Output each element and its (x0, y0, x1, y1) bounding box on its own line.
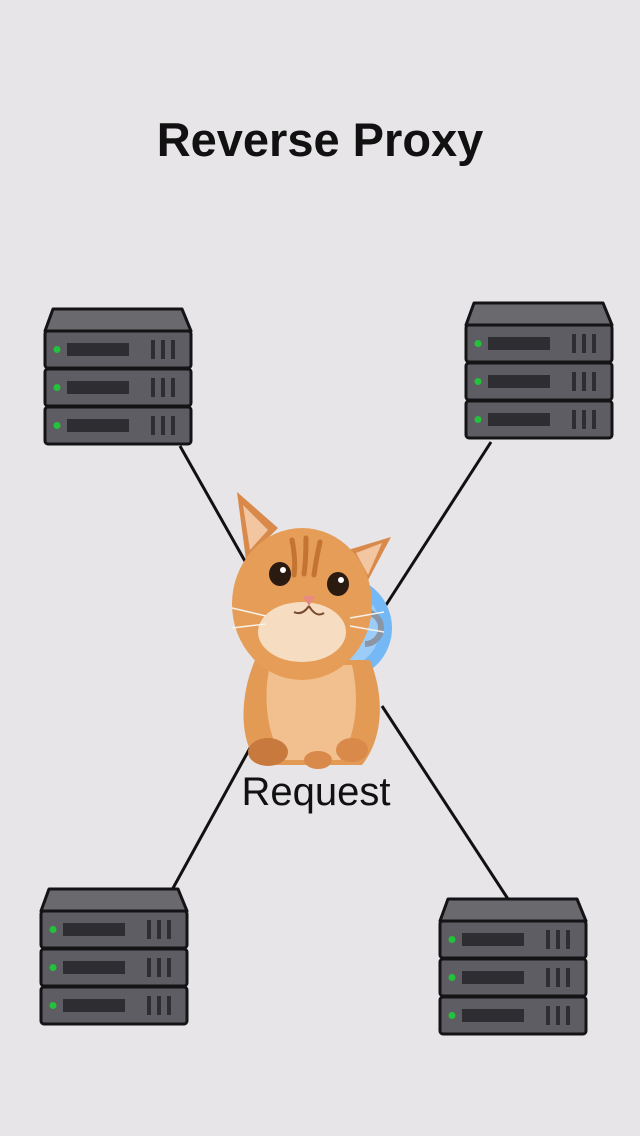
server-icon (39, 887, 189, 1026)
connection-line-top-right (384, 441, 493, 606)
diagram-title: Reverse Proxy (156, 113, 484, 166)
cat-icon (231, 492, 391, 769)
connection-line-top-left (178, 445, 252, 571)
request-label: Request (241, 770, 391, 814)
connection-line-bottom-right (380, 705, 510, 900)
server-icon (464, 301, 614, 440)
server-icon (438, 897, 588, 1036)
connections (170, 441, 510, 900)
server-icon (43, 307, 193, 446)
connection-line-bottom-left (170, 747, 252, 891)
